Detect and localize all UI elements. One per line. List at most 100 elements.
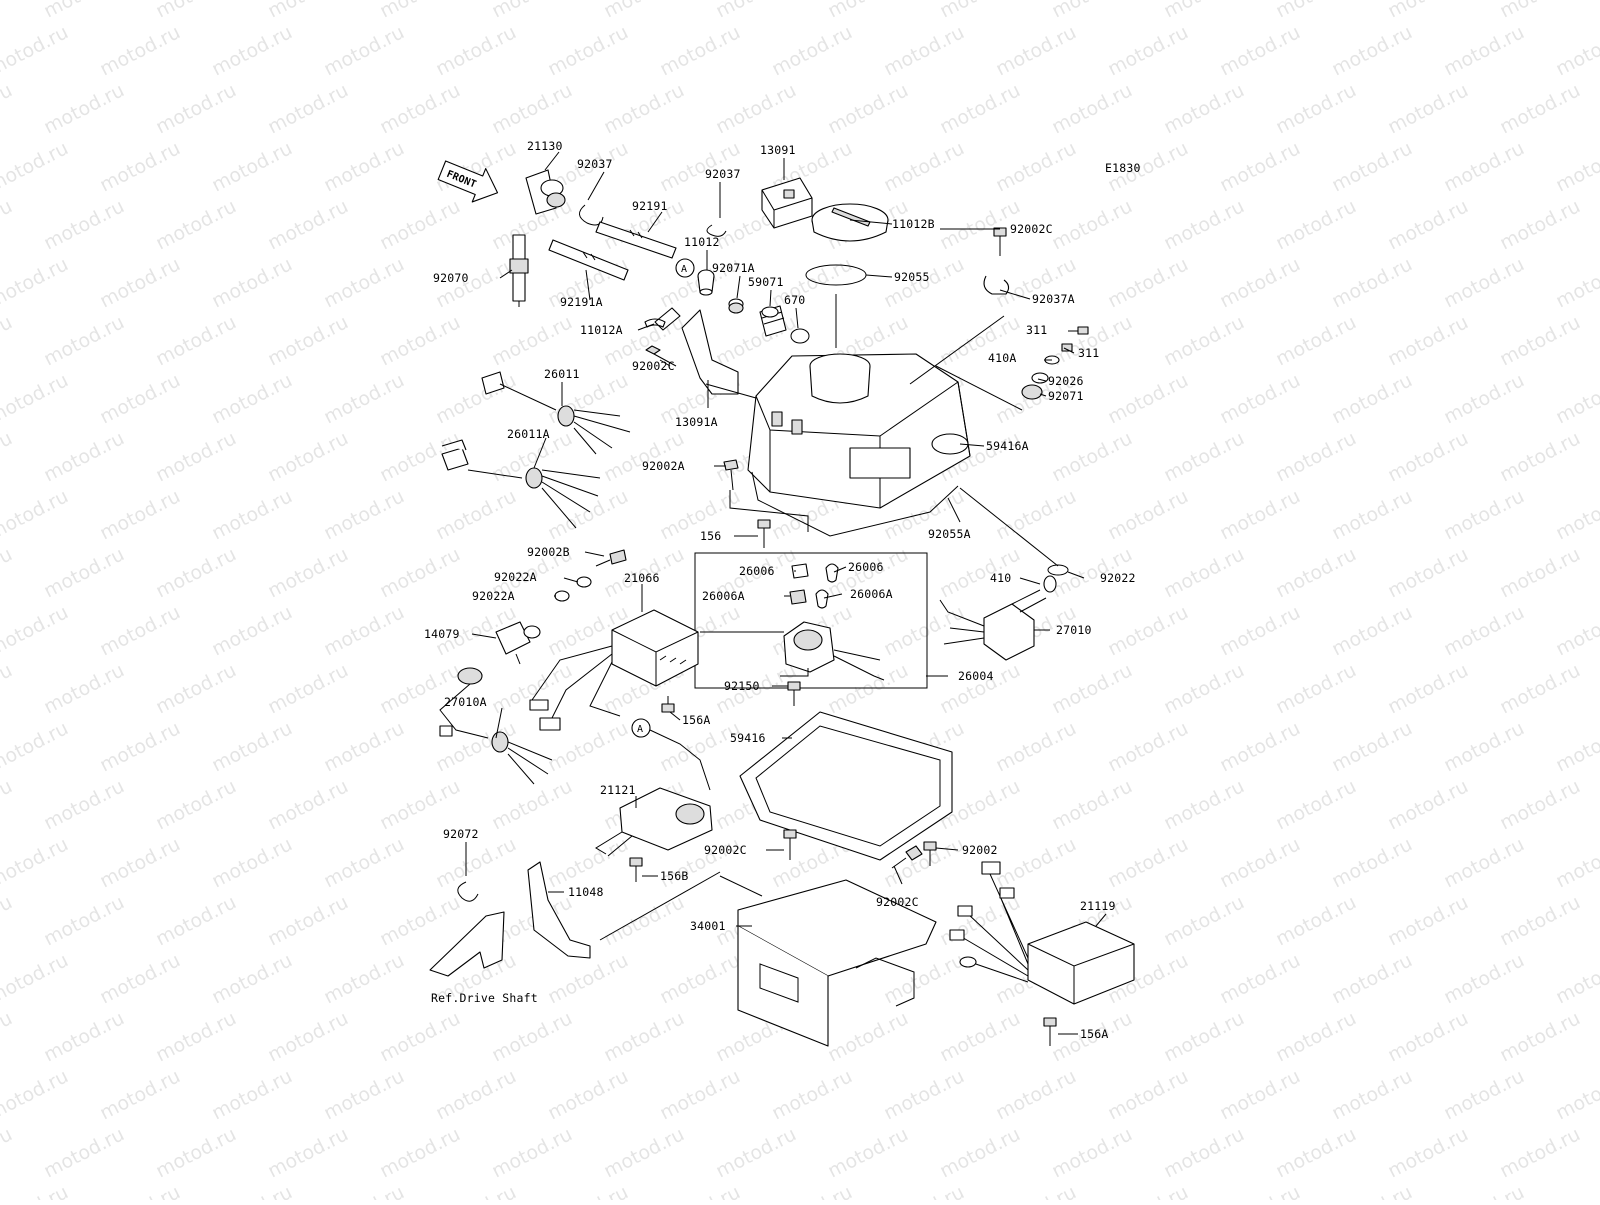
watermark-text-345: motod.ru — [320, 1065, 408, 1124]
watermark-text-344: motod.ru — [208, 1065, 296, 1124]
watermark-text-43: motod.ru — [768, 21, 856, 80]
watermark-text-60: motod.ru — [824, 79, 912, 138]
watermark-text-214: motod.ru — [880, 601, 968, 660]
part-label-21121-47: 21121 — [600, 783, 636, 797]
part-label-13091a-24: 13091A — [675, 415, 718, 429]
watermark-text-58: motod.ru — [600, 79, 688, 138]
watermark-text-293: motod.ru — [264, 891, 352, 950]
watermark-text-52: motod.ru — [0, 79, 16, 138]
grommet-92071 — [1021, 384, 1043, 400]
watermark-text-311: motod.ru — [320, 949, 408, 1008]
tube-92191a — [548, 239, 629, 281]
watermark-text-260: motod.ru — [376, 775, 464, 834]
watermark-text-343: motod.ru — [96, 1065, 184, 1124]
watermark-text-356: motod.ru — [1552, 1065, 1600, 1124]
watermark-text-266: motod.ru — [1048, 775, 1136, 834]
fuse-26006-a — [791, 563, 809, 579]
watermark-text-82: motod.ru — [1328, 137, 1416, 196]
coil-lead — [649, 729, 711, 791]
watermark-text-384: motod.ru — [880, 1181, 968, 1200]
watermark-text-222: motod.ru — [0, 659, 16, 718]
watermark-text-352: motod.ru — [1104, 1065, 1192, 1124]
watermark-text-165: motod.ru — [1160, 427, 1248, 486]
grommet-92026 — [1031, 372, 1049, 384]
bolt-92002c-a — [645, 345, 677, 367]
watermark-text-309: motod.ru — [96, 949, 184, 1008]
watermark-text-294: motod.ru — [376, 891, 464, 950]
part-label-21130-1: 21130 — [527, 139, 563, 153]
front-arrow-icon: FRONT — [437, 160, 499, 203]
watermark-text-234: motod.ru — [1272, 659, 1360, 718]
switch-14079 — [495, 621, 541, 665]
watermark-text-160: motod.ru — [600, 427, 688, 486]
watermark-text-46: motod.ru — [1104, 21, 1192, 80]
part-label-92055a-28: 92055A — [928, 527, 971, 541]
watermark-text-63: motod.ru — [1160, 79, 1248, 138]
watermark-text-256: motod.ru — [0, 775, 16, 834]
watermark-text-370: motod.ru — [1272, 1123, 1360, 1182]
watermark-text-116: motod.ru — [1328, 253, 1416, 312]
watermark-text-230: motod.ru — [824, 659, 912, 718]
watermark-text-348: motod.ru — [656, 1065, 744, 1124]
part-label-311-19: 311 — [1078, 346, 1099, 360]
watermark-text-290: motod.ru — [0, 891, 16, 950]
watermark-text-385: motod.ru — [992, 1181, 1080, 1200]
watermark-text-224: motod.ru — [152, 659, 240, 718]
watermark-text-53: motod.ru — [40, 79, 128, 138]
watermark-text-380: motod.ru — [432, 1181, 520, 1200]
bracket-11048 — [527, 861, 591, 959]
watermark-text-50: motod.ru — [1552, 21, 1600, 80]
watermark-text-369: motod.ru — [1160, 1123, 1248, 1182]
o-ring-670 — [790, 328, 810, 344]
switch-27010 — [939, 589, 1047, 661]
watermark-text-358: motod.ru — [0, 1123, 16, 1182]
part-label-92071-23: 92071 — [1048, 389, 1084, 403]
watermark-text-296: motod.ru — [600, 891, 688, 950]
grommet-92071a — [728, 298, 744, 314]
watermark-text-209: motod.ru — [320, 601, 408, 660]
watermark-text-72: motod.ru — [208, 137, 296, 196]
watermark-text-142: motod.ru — [432, 369, 520, 428]
watermark-text-90: motod.ru — [376, 195, 464, 254]
watermark-text-59: motod.ru — [712, 79, 800, 138]
part-label-92022a-33: 92022A — [494, 570, 537, 584]
watermark-text-73: motod.ru — [320, 137, 408, 196]
watermark-text-389: motod.ru — [1440, 1181, 1528, 1200]
part-label-311-17: 311 — [1026, 323, 1047, 337]
watermark-text-362: motod.ru — [376, 1123, 464, 1182]
watermark-text-30: motod.ru — [1272, 0, 1360, 22]
spark-plug-cap — [525, 169, 566, 215]
watermark-text-36: motod.ru — [0, 21, 72, 80]
part-label-92191-5: 92191 — [632, 199, 668, 213]
watermark-text-283: motod.ru — [992, 833, 1080, 892]
watermark-text-242: motod.ru — [208, 717, 296, 776]
watermark-text-320: motod.ru — [1328, 949, 1416, 1008]
watermark-text-387: motod.ru — [1216, 1181, 1304, 1200]
part-label-410a-18: 410A — [988, 351, 1017, 365]
watermark-text-83: motod.ru — [1440, 137, 1528, 196]
watermark-text-139: motod.ru — [96, 369, 184, 428]
part-label-410-35: 410 — [990, 571, 1011, 585]
watermark-text-232: motod.ru — [1048, 659, 1136, 718]
watermark-text-302: motod.ru — [1272, 891, 1360, 950]
watermark-text-118: motod.ru — [1552, 253, 1600, 312]
fuse-holder-26004 — [783, 621, 885, 681]
screw-92150 — [787, 681, 801, 706]
sensor-27010a — [439, 667, 553, 785]
part-label-670-14: 670 — [784, 293, 805, 307]
part-label-26006-31: 26006 — [739, 564, 775, 578]
part-label-26011a-25: 26011A — [507, 427, 550, 441]
watermark-text-200: motod.ru — [1272, 543, 1360, 602]
watermark-text-254: motod.ru — [1552, 717, 1600, 776]
bolt-92002c-b — [993, 227, 1007, 256]
watermark-text-310: motod.ru — [208, 949, 296, 1008]
sensor-26011a — [441, 439, 601, 529]
cdi-unit-21119 — [949, 861, 1135, 1005]
gasket-59416 — [739, 711, 953, 861]
watermark-text-71: motod.ru — [96, 137, 184, 196]
watermark-text-359: motod.ru — [40, 1123, 128, 1182]
watermark-text-133: motod.ru — [1384, 311, 1472, 370]
clamp-13091 — [761, 177, 813, 229]
watermark-text-49: motod.ru — [1440, 21, 1528, 80]
